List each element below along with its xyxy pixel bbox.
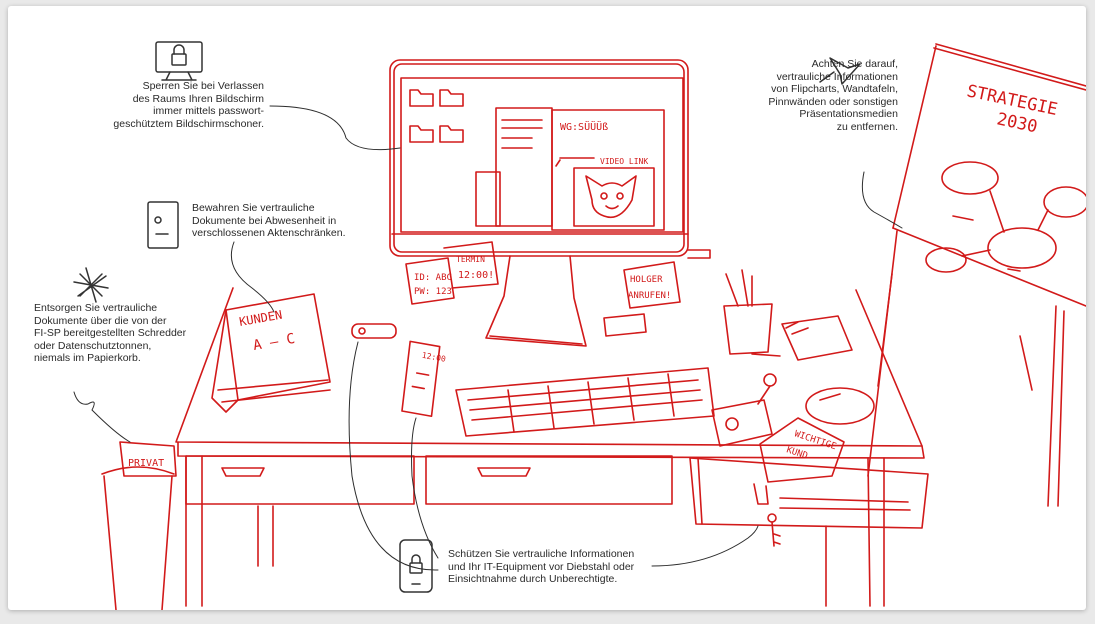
monitor-lock-icon (155, 41, 203, 81)
theft-note: Schützen Sie vertrauliche Informationen … (448, 548, 635, 586)
binder-label-line2: A – C (252, 331, 296, 354)
note-id-line1: ID: ABC (414, 273, 452, 283)
monitor: WG:SÜÜÜß VIDEO LINK (389, 59, 711, 347)
phone-clock: 12:00 (421, 351, 446, 364)
binder-label-line1: KUNDEN (238, 308, 283, 329)
note-termin-line2: 12:00! (458, 270, 494, 281)
desk: WICHTIGE KUND (175, 287, 929, 607)
notebook (781, 315, 853, 361)
pen-cup (723, 269, 773, 355)
note-id-line2: PW: 123 (414, 287, 452, 297)
video-link-label: VIDEO LINK (600, 157, 648, 166)
flipchart: STRATEGIE 2030 (867, 43, 1086, 507)
note-holger-line1: HOLGER (630, 275, 663, 285)
usb-stick (351, 323, 397, 339)
sticky-notes: ID: ABC PW: 123 TERMIN 12:00! HOLGER ANR… (405, 241, 681, 309)
computer-mouse (805, 387, 875, 425)
cabinet-icon (147, 201, 179, 249)
note-holger-line2: ANRUFEN! (628, 291, 671, 301)
flipchart-note: Achten Sie darauf, vertrauliche Informat… (768, 58, 898, 133)
phone-lock-icon (399, 539, 433, 593)
trash-label: PRIVAT (128, 458, 164, 469)
pushpin-icon (819, 57, 861, 85)
binder: KUNDEN A – C (211, 293, 331, 413)
drawer-document-line2: KUND (785, 445, 809, 461)
illustration-card: STRATEGIE 2030 WG:SÜÜÜß VIDEO LINK (8, 6, 1086, 610)
shredder-icon (73, 267, 109, 303)
screen-lock-note: Sperren Sie bei Verlassen des Raums Ihre… (113, 80, 264, 130)
trash-can: PRIVAT (101, 441, 177, 610)
desk-phone: 12:00 (401, 340, 447, 418)
id-badge (711, 373, 777, 447)
note-termin-line1: TERMIN (456, 255, 485, 264)
shredder-note: Entsorgen Sie vertrauliche Dokumente übe… (34, 302, 187, 365)
cabinet-note: Bewahren Sie vertrauliche Dokumente bei … (192, 202, 346, 240)
email-subject: WG:SÜÜÜß (560, 120, 608, 133)
desk-scene: STRATEGIE 2030 WG:SÜÜÜß VIDEO LINK (73, 41, 1086, 610)
keyboard (455, 367, 715, 437)
